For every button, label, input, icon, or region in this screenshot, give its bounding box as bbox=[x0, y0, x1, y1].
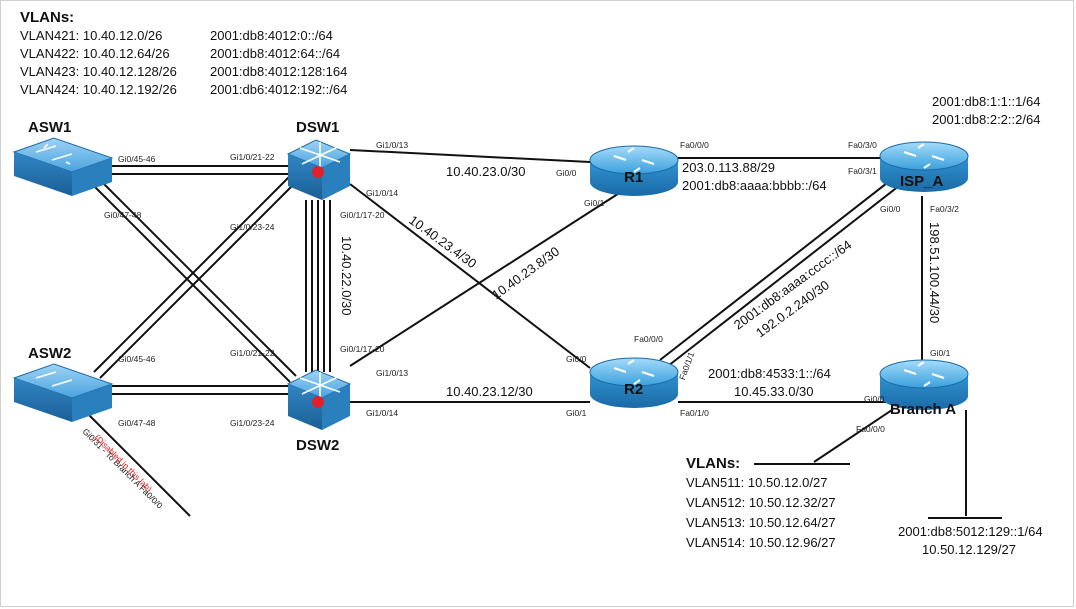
vlan-row: VLAN511: 10.50.12.0/27 bbox=[686, 475, 827, 490]
port-label: Gi1/0/14 bbox=[366, 188, 398, 198]
vlan-row: VLAN422: 10.40.12.64/26 bbox=[20, 46, 170, 61]
link-asw2-branch-disabled bbox=[83, 409, 191, 517]
switch-icon-asw2[interactable] bbox=[12, 363, 114, 422]
vlan-row: VLAN421: 10.40.12.0/26 bbox=[20, 28, 162, 43]
subnet-label: 198.51.100.44/30 bbox=[927, 222, 942, 323]
device-label-dsw1: DSW1 bbox=[296, 119, 339, 136]
device-labels: ASW1 ASW2 DSW1 DSW2 R1 R2 ISP_A Branch A bbox=[28, 119, 956, 454]
vlan-legend-top: VLANs: VLAN421: 10.40.12.0/26 VLAN422: 1… bbox=[20, 9, 347, 97]
port-label: Fa0/1/1 bbox=[677, 350, 696, 381]
link-r2-isp-a bbox=[659, 175, 897, 361]
port-label: Gi1/0/21-22 bbox=[230, 348, 275, 358]
port-label: Gi1/0/13 bbox=[376, 140, 408, 150]
lan-label: 10.50.12.129/27 bbox=[922, 542, 1016, 557]
links bbox=[83, 149, 1002, 519]
port-label: Gi0/45-46 bbox=[118, 154, 156, 164]
port-label: Fa0/3/0 bbox=[848, 140, 877, 150]
disabled-note: (Disabled in this lab) bbox=[93, 432, 155, 494]
vlan-ipv6: 2001:db6:4012:192::/64 bbox=[210, 82, 347, 97]
switch-icon-asw1[interactable] bbox=[12, 137, 114, 196]
port-label: Fa0/0/0 bbox=[856, 424, 885, 434]
subnet-label: 2001:db8:aaaa:cccc::/64 bbox=[731, 237, 854, 332]
port-label: Gi0/1 bbox=[566, 408, 587, 418]
port-label: Gi0/1/17-20 bbox=[340, 210, 385, 220]
port-label: Gi0/47-48 bbox=[118, 418, 156, 428]
port-label: Gi1/0/21-22 bbox=[230, 152, 275, 162]
subnet-label: 203.0.113.88/29 bbox=[682, 160, 775, 175]
vlan-ipv6: 2001:db8:4012:0::/64 bbox=[210, 28, 333, 43]
vlan-legend-bottom: VLANs: VLAN511: 10.50.12.0/27 VLAN512: 1… bbox=[686, 455, 836, 550]
subnet-label: 2001:db8:aaaa:bbbb::/64 bbox=[682, 178, 827, 193]
port-label: Gi0/45-46 bbox=[118, 354, 156, 364]
port-labels: Gi0/45-46 Gi0/47-48 Gi0/45-46 Gi0/47-48 … bbox=[81, 140, 960, 511]
vlan-legend-heading: VLANs: bbox=[20, 9, 74, 26]
multilayer-switch-icon-dsw1[interactable] bbox=[286, 139, 352, 200]
lan-label: 2001:db8:5012:129::1/64 bbox=[898, 524, 1043, 539]
link-dsw1-r1 bbox=[349, 149, 591, 163]
router-icon-r1[interactable] bbox=[589, 145, 679, 196]
device-label-asw2: ASW2 bbox=[28, 345, 71, 362]
port-label: Gi0/1 bbox=[584, 198, 605, 208]
link-dsw2-r1 bbox=[349, 189, 625, 367]
loopback-label: 2001:db8:2:2::2/64 bbox=[932, 112, 1040, 127]
device-label-branch-a: Branch A bbox=[890, 401, 956, 418]
vlan-row: VLAN514: 10.50.12.96/27 bbox=[686, 535, 836, 550]
port-label: Fa0/3/2 bbox=[930, 204, 959, 214]
link-asw2-dsw1-b bbox=[93, 175, 291, 373]
port-label: Fa0/3/1 bbox=[848, 166, 877, 176]
device-label-isp-a: ISP_A bbox=[900, 173, 944, 190]
router-icon-isp-a[interactable] bbox=[879, 141, 969, 192]
port-label: Gi0/1/17-20 bbox=[340, 344, 385, 354]
device-label-r2: R2 bbox=[624, 381, 643, 398]
subnet-label: 10.40.23.4/30 bbox=[406, 212, 479, 271]
vlan-row: VLAN513: 10.50.12.64/27 bbox=[686, 515, 836, 530]
vlan-row: VLAN512: 10.50.12.32/27 bbox=[686, 495, 836, 510]
link-r2-isp-b bbox=[667, 181, 905, 367]
port-label: Gi0/0 bbox=[880, 204, 901, 214]
router-icon-branch-a[interactable] bbox=[879, 359, 969, 410]
subnet-label: 2001:db8:4533:1::/64 bbox=[708, 366, 831, 381]
port-label: Gi0/47-48 bbox=[104, 210, 142, 220]
port-label: Fa0/0/0 bbox=[634, 334, 663, 344]
subnet-label: 10.40.22.0/30 bbox=[339, 236, 354, 316]
subnet-label: 10.40.23.12/30 bbox=[446, 384, 533, 399]
device-label-asw1: ASW1 bbox=[28, 119, 71, 136]
port-label: Gi1/0/13 bbox=[376, 368, 408, 378]
port-label: Fa0/0/0 bbox=[680, 140, 709, 150]
vlan-legend-heading: VLANs: bbox=[686, 455, 740, 472]
link-asw1-dsw2-b bbox=[93, 185, 291, 383]
port-label: Gi0/0 bbox=[566, 354, 587, 364]
vlan-ipv6: 2001:db8:4012:64::/64 bbox=[210, 46, 340, 61]
loopback-label: 2001:db8:1:1::1/64 bbox=[932, 94, 1040, 109]
link-asw2-dsw1-a bbox=[99, 181, 297, 379]
link-dsw1-r2 bbox=[349, 183, 591, 369]
subnet-label: 10.40.23.0/30 bbox=[446, 164, 526, 179]
vlan-row: VLAN424: 10.40.12.192/26 bbox=[20, 82, 177, 97]
device-label-dsw2: DSW2 bbox=[296, 437, 339, 454]
link-asw1-dsw2-a bbox=[99, 179, 297, 377]
port-label: Gi1/0/14 bbox=[366, 408, 398, 418]
vlan-ipv6: 2001:db8:4012:128:164 bbox=[210, 64, 347, 79]
router-icon-r2[interactable] bbox=[589, 357, 679, 408]
port-label: Fa0/1/0 bbox=[680, 408, 709, 418]
subnet-label: 10.45.33.0/30 bbox=[734, 384, 814, 399]
link-branch-vlan-lan bbox=[813, 409, 893, 463]
port-label: Gi0/0 bbox=[556, 168, 577, 178]
device-label-r1: R1 bbox=[624, 169, 643, 186]
port-label: Gi1/0/23-24 bbox=[230, 418, 275, 428]
vlan-row: VLAN423: 10.40.12.128/26 bbox=[20, 64, 177, 79]
multilayer-switch-icon-dsw2[interactable] bbox=[286, 369, 352, 430]
port-label: Gi1/0/23-24 bbox=[230, 222, 275, 232]
port-label: Gi0/1 bbox=[930, 348, 951, 358]
port-label: Gi0/0 bbox=[864, 394, 885, 404]
